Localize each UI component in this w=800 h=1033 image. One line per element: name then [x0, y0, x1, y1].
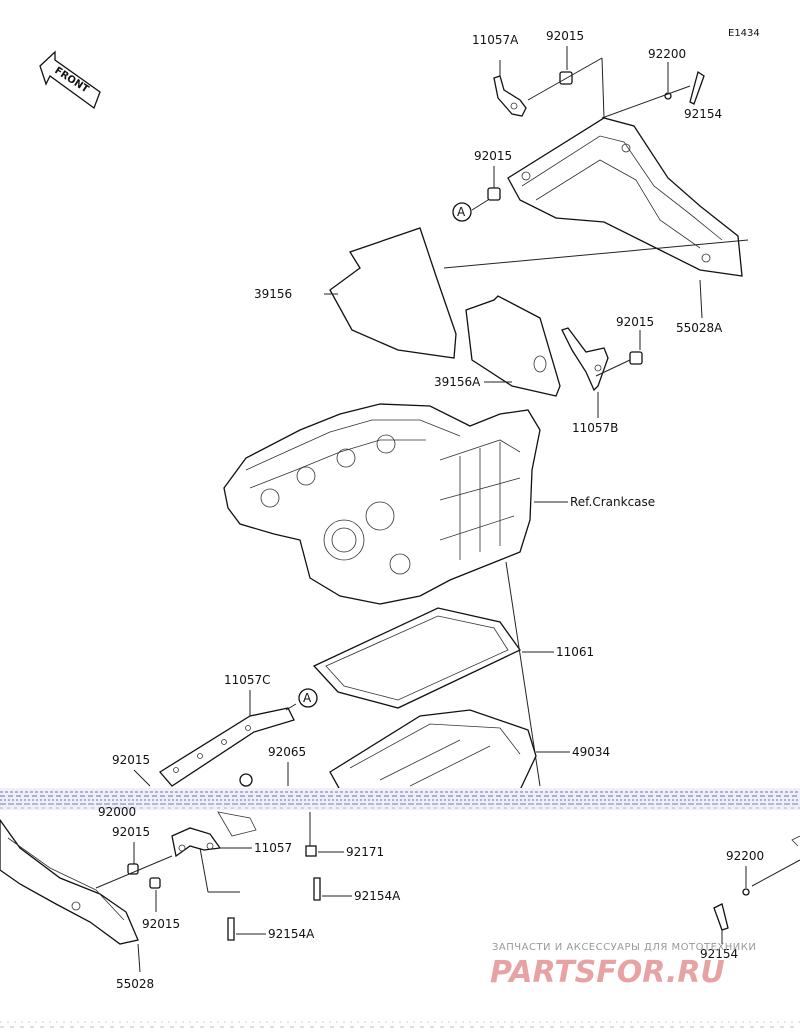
label-92171: 92171	[346, 845, 384, 859]
callout-a-top-label: A	[457, 205, 466, 219]
label-92154A-2: 92154A	[268, 927, 315, 941]
label-39156: 39156	[254, 287, 292, 301]
oil-pan-49034	[329, 709, 537, 791]
callout-a-bottom	[298, 688, 318, 708]
collar-92015-mid	[487, 187, 501, 201]
bolt-92154A-1	[313, 877, 321, 901]
watermark-text: ЗАПЧАСТИ И АКСЕССУАРЫ ДЛЯ МОТОТЕХНИКИ	[492, 942, 756, 953]
label-11057C: 11057C	[224, 673, 271, 687]
label-92015-right: 92015	[616, 315, 654, 329]
bolt-92154-top	[689, 70, 705, 105]
bolt-92154A-2	[227, 917, 235, 941]
callout-a-bottom-label: A	[303, 691, 312, 705]
label-92015-top: 92015	[546, 29, 584, 43]
cover-55028A	[507, 117, 743, 277]
crankcase-reference	[223, 403, 541, 605]
label-55028: 55028	[116, 977, 154, 991]
bracket-11057B	[561, 327, 609, 392]
label-11057: 11057	[254, 841, 292, 855]
label-39156A: 39156A	[434, 375, 481, 389]
label-49034: 49034	[572, 745, 610, 759]
clip-92171	[305, 845, 317, 857]
label-92200-bot: 92200	[726, 849, 764, 863]
bracket-11057	[171, 811, 257, 858]
callout-a-top	[452, 202, 472, 222]
label-92154-bot: 92154	[700, 947, 738, 961]
label-92200-top: 92200	[648, 47, 686, 61]
label-11061: 11061	[556, 645, 594, 659]
scan-noise-band-bottom	[0, 1021, 800, 1028]
label-11057B: 11057B	[572, 421, 618, 435]
label-11057A: 11057A	[472, 33, 519, 47]
insulator-39156	[329, 227, 457, 359]
bolt-92154-bot	[713, 903, 729, 931]
label-92015-left: 92015	[112, 753, 150, 767]
watermark-logo: PARTSFOR.RU	[490, 955, 725, 990]
collar-92015-right	[629, 351, 643, 365]
diagram-code: E1434	[728, 28, 760, 39]
label-55028A: 55028A	[676, 321, 723, 335]
plug-92065	[239, 773, 253, 787]
cover-55028	[0, 818, 139, 945]
label-92000: 92000	[98, 805, 136, 819]
label-92154-top: 92154	[684, 107, 722, 121]
label-92015-b2: 92015	[142, 917, 180, 931]
collar-92015-b2	[149, 877, 161, 889]
label-92065: 92065	[268, 745, 306, 759]
bracket-11057A	[493, 75, 527, 117]
label-92015-mid: 92015	[474, 149, 512, 163]
label-92154A-1: 92154A	[354, 889, 401, 903]
gasket-11061	[312, 607, 521, 709]
label-92015-b1: 92015	[112, 825, 150, 839]
washer-92200-bot	[742, 888, 750, 896]
label-ref-crankcase: Ref.Crankcase	[570, 495, 655, 509]
front-arrow-icon: FRONT	[39, 50, 101, 110]
scan-noise-band	[0, 788, 800, 810]
